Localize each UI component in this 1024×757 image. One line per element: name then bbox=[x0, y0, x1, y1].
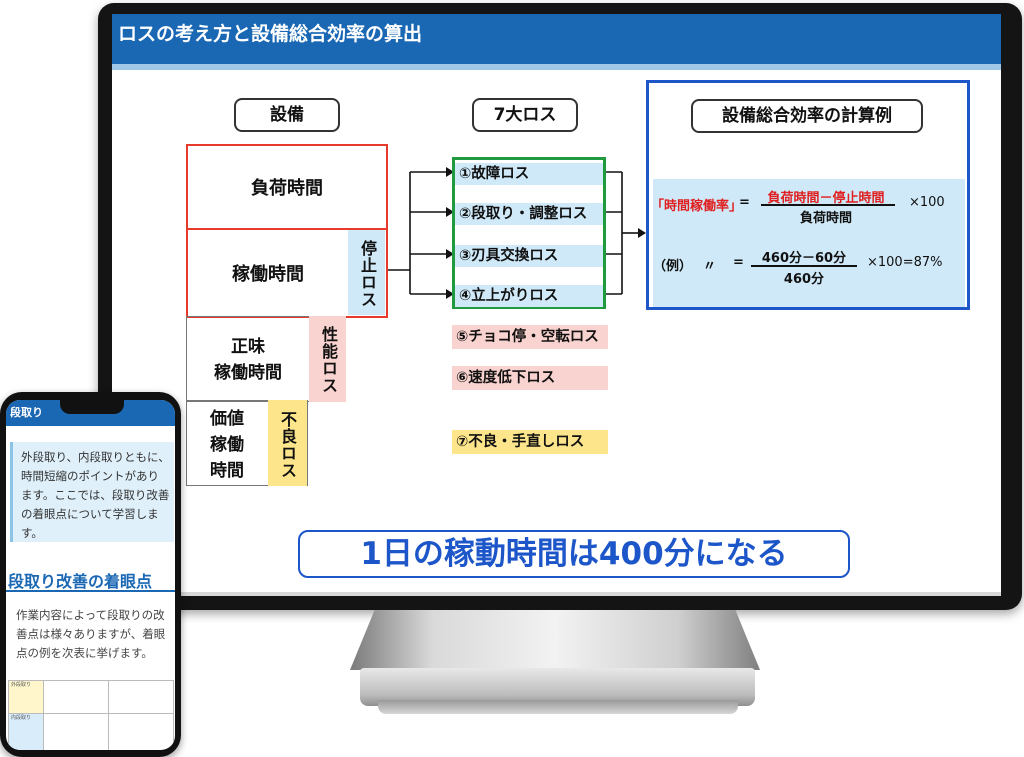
value-operating-label-2: 稼働 bbox=[210, 435, 244, 455]
loss-item-defect: ⑦不良・手直しロス bbox=[452, 430, 608, 454]
loss-item: ②段取り・調整ロス bbox=[455, 203, 603, 225]
formula-fraction-bar bbox=[761, 204, 895, 206]
performance-loss-label: 性能ロス bbox=[319, 326, 338, 394]
monitor-stand-base bbox=[360, 668, 755, 706]
net-operating-label-1: 正味 bbox=[231, 337, 265, 357]
calculation-header: 設備総合効率の計算例 bbox=[691, 99, 923, 133]
table-cell bbox=[108, 680, 174, 714]
table-cell bbox=[43, 680, 109, 714]
monitor-screen: ロスの考え方と設備総合効率の算出 設備 bbox=[112, 14, 1001, 596]
formula-denominator: 負荷時間 bbox=[799, 211, 852, 226]
phone-section-divider bbox=[6, 590, 175, 592]
performance-loss-cell bbox=[309, 316, 346, 402]
slide-header: ロスの考え方と設備総合効率の算出 bbox=[112, 14, 1001, 70]
value-operating-box bbox=[186, 400, 308, 486]
stop-loss-group: ①故障ロス ②段取り・調整ロス ③刃具交換ロス ④立上がりロス bbox=[452, 157, 606, 309]
calculation-box: 設備総合効率の計算例 「時間稼働率」 = 負荷時間－停止時間 負荷時間 ×100… bbox=[646, 80, 970, 310]
loss-item-performance: ⑥速度低下ロス bbox=[452, 366, 608, 390]
net-operating-label-2: 稼働時間 bbox=[214, 363, 282, 383]
stop-loss-cell bbox=[348, 230, 385, 315]
loss-item: ④立上がりロス bbox=[455, 285, 603, 307]
table-category-cell: 外段取り bbox=[8, 680, 44, 714]
example-numerator: 460分－60分 bbox=[761, 251, 847, 266]
table-row: 外段取り bbox=[8, 680, 174, 714]
operating-time-label: 稼働時間 bbox=[232, 264, 304, 285]
formula-numerator: 負荷時間－停止時間 bbox=[767, 191, 885, 206]
table-cell bbox=[43, 713, 109, 750]
calculation-header-label: 設備総合効率の計算例 bbox=[722, 106, 892, 126]
phone-intro-text: 外段取り、内段取りともに、時間短縮のポイントがあります。ここでは、段取り改善の着… bbox=[21, 450, 170, 540]
example-result: ×100=87% bbox=[867, 255, 943, 270]
example-label: （例） bbox=[653, 259, 693, 274]
example-fraction-bar bbox=[751, 265, 857, 267]
phone-body-text: 作業内容によって段取りの改善点は様々ありますが、着眼点の例を次表に挙げます。 bbox=[16, 608, 166, 660]
screen-bottom-bar bbox=[112, 592, 1001, 596]
table-category-cell: 内段取り bbox=[8, 713, 44, 750]
formula-multiplier: ×100 bbox=[909, 195, 945, 210]
table-row: 内段取り bbox=[8, 713, 174, 750]
slide-title: ロスの考え方と設備総合効率の算出 bbox=[118, 23, 423, 45]
phone-header-title: 段取り bbox=[10, 406, 43, 419]
smartphone: 段取り 外段取り、内段取りともに、時間短縮のポイントがあります。ここでは、段取り… bbox=[0, 392, 181, 757]
phone-section-title: 段取り改善の着眼点 bbox=[8, 572, 153, 591]
example-equals: = bbox=[733, 255, 744, 270]
value-operating-label-3: 時間 bbox=[210, 461, 244, 481]
phone-screen: 段取り 外段取り、内段取りともに、時間短縮のポイントがあります。ここでは、段取り… bbox=[6, 400, 175, 750]
load-time-box bbox=[186, 144, 388, 318]
example-ditto: 〃 bbox=[703, 259, 717, 274]
table-cell bbox=[108, 713, 174, 750]
load-time-label: 負荷時間 bbox=[251, 178, 323, 199]
stop-loss-label: 停止ロス bbox=[358, 240, 377, 308]
example-denominator: 460分 bbox=[783, 272, 825, 287]
value-operating-label-1: 価値 bbox=[210, 409, 244, 429]
load-time-divider bbox=[187, 228, 387, 230]
monitor-stand-neck bbox=[350, 610, 760, 670]
monitor-stand-foot bbox=[378, 700, 738, 714]
formula-equals: = bbox=[739, 195, 750, 210]
seven-losses-header: 7大ロス bbox=[472, 98, 578, 132]
defect-loss-cell bbox=[268, 400, 307, 486]
calculation-panel bbox=[653, 179, 965, 307]
loss-item: ①故障ロス bbox=[455, 163, 603, 185]
seven-losses-header-label: 7大ロス bbox=[493, 105, 557, 125]
defect-loss-label: 不良ロス bbox=[278, 411, 297, 479]
phone-intro-box: 外段取り、内段取りともに、時間短縮のポイントがあります。ここでは、段取り改善の着… bbox=[10, 442, 174, 542]
loss-item: ③刃具交換ロス bbox=[455, 245, 603, 267]
phone-table: 外段取り 内段取り bbox=[8, 680, 174, 750]
connector-arrows bbox=[388, 167, 646, 299]
formula-label: 「時間稼働率」 bbox=[651, 199, 743, 214]
summary-text: 1日の稼動時間は400分になる bbox=[360, 536, 788, 572]
summary-callout: 1日の稼動時間は400分になる bbox=[298, 530, 850, 578]
loss-item-performance: ⑤チョコ停・空転ロス bbox=[452, 325, 608, 349]
equipment-header-label: 設備 bbox=[270, 105, 304, 125]
phone-notch bbox=[60, 400, 124, 414]
equipment-header: 設備 bbox=[234, 98, 340, 132]
